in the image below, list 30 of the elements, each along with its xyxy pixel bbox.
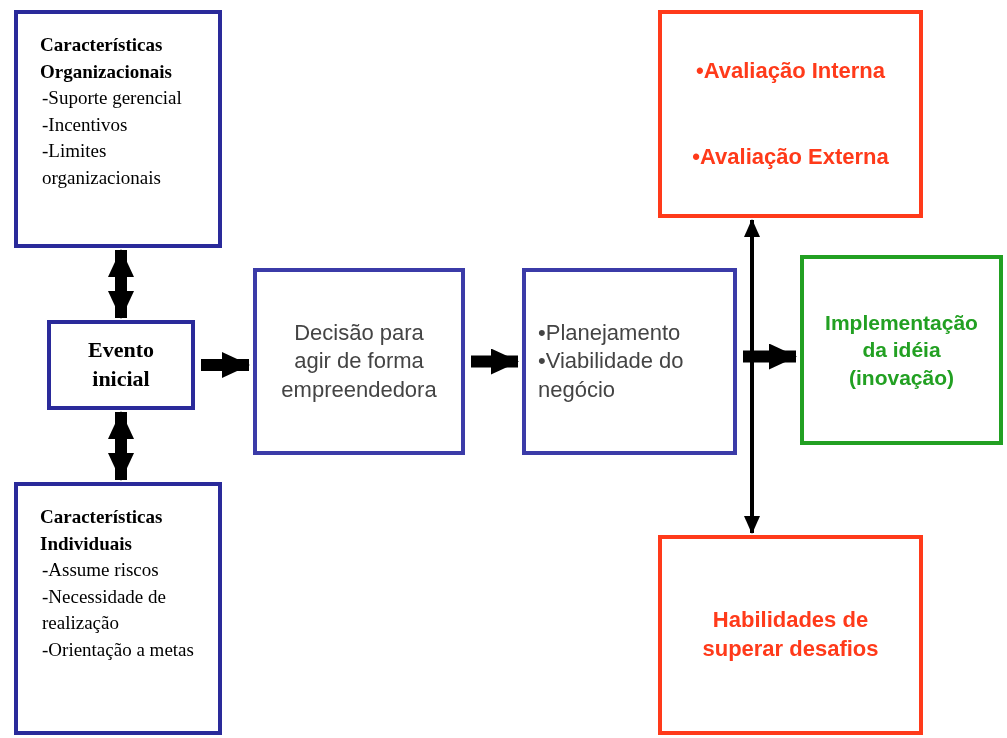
arrow xyxy=(743,343,797,370)
process-box xyxy=(47,320,195,410)
box-heading: Características Individuais xyxy=(40,505,164,556)
process-box xyxy=(522,268,737,455)
list-item: -Orientação a metas xyxy=(42,637,195,662)
box-text: •Avaliação Externa xyxy=(692,142,889,171)
process-box xyxy=(658,10,923,218)
arrow xyxy=(201,352,250,378)
list-item: -Limites organizacionais xyxy=(42,139,162,190)
arrow xyxy=(471,348,519,375)
box-text: Implementação da idéia (inovação) xyxy=(825,310,978,391)
box-text: •Avaliação Interna xyxy=(695,56,886,85)
box-text: •Planejamento xyxy=(538,318,681,347)
list-item: -Suporte gerencial xyxy=(42,86,183,111)
box-heading: Características Organizacionais xyxy=(40,33,173,84)
process-box xyxy=(14,482,222,735)
list-item: -Incentivos xyxy=(42,112,129,137)
process-box xyxy=(253,268,465,455)
process-box xyxy=(658,535,923,735)
process-box xyxy=(14,10,222,248)
process-box xyxy=(800,255,1003,445)
arrow xyxy=(108,249,134,319)
box-text: Evento inicial xyxy=(87,336,155,393)
arrow xyxy=(744,219,760,534)
box-text: Decisão para agir de forma empreendedora xyxy=(280,318,438,404)
box-text: •Viabilidade do negócio xyxy=(538,347,685,404)
list-item: -Necessidade de realização xyxy=(42,584,167,636)
box-text: Habilidades de superar desafios xyxy=(701,606,880,663)
list-item: -Assume riscos xyxy=(42,558,160,583)
arrow xyxy=(108,411,134,481)
